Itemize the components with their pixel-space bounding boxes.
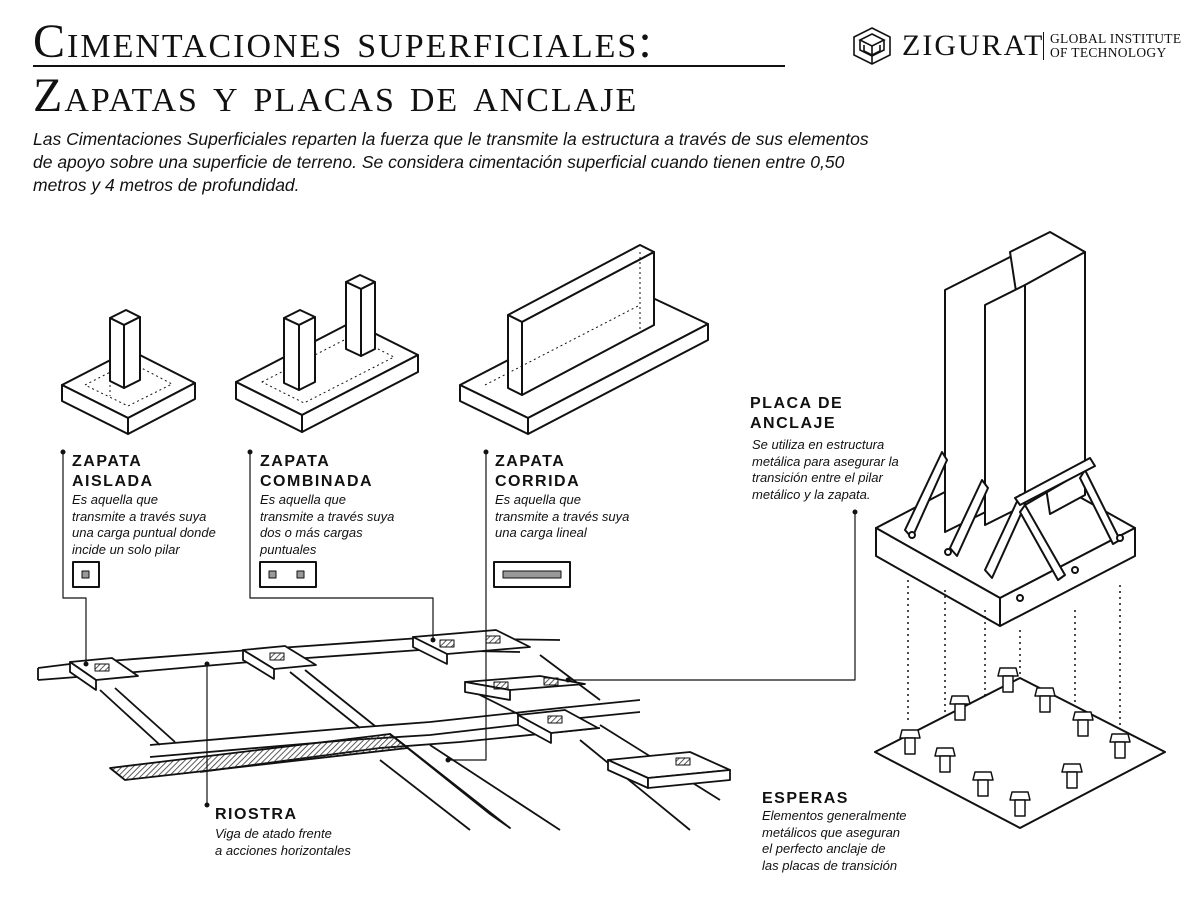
placa-anclaje-desc-line1: Se utiliza en estructura (752, 437, 885, 452)
zapata-aislada-illustration (61, 309, 196, 435)
esperas-desc: Elementos generalmente metálicos que ase… (762, 808, 907, 874)
zapata-combinada-title-line2: COMBINADA (260, 473, 374, 490)
zapata-corrida-title-line2: CORRIDA (495, 473, 581, 490)
zapata-corrida-desc: Es aquella que transmite a través suya u… (495, 492, 629, 542)
zapata-aislada-title-line2: AISLADA (72, 473, 154, 490)
foundation-grid (37, 629, 731, 831)
esperas-desc-line3: el perfecto anclaje de (762, 841, 886, 856)
zapata-corrida-desc-line2: transmite a través suya (495, 508, 630, 524)
zapata-combinada-desc-line2: transmite a través suya (260, 508, 395, 524)
intro-text: Las Cimentaciones Superficiales reparten… (33, 129, 869, 195)
logo-brand: ZIGURAT (902, 29, 1045, 62)
zapata-aislada-title-line1: ZAPATA (72, 453, 143, 470)
placa-anclaje-title: PLACA DE ANCLAJE (750, 394, 843, 434)
logo-divider (1043, 32, 1044, 60)
zapata-corrida-illustration (459, 244, 709, 435)
zapata-corrida-desc-line3: una carga lineal (495, 525, 587, 540)
placa-anclaje-desc: Se utiliza en estructura metálica para a… (752, 437, 899, 503)
zapata-aislada-desc-line4: incide un solo pilar (72, 541, 180, 557)
placa-anclaje-desc-line3: transición entre el pilar (752, 470, 883, 485)
zapata-aislada-desc: Es aquella que transmite a través suya u… (72, 492, 216, 558)
logo-subtitle: GLOBAL INSTITUTE OF TECHNOLOGY (1050, 32, 1181, 60)
page-title: Cimentaciones superficiales: (33, 15, 654, 68)
esperas-desc-line1: Elementos generalmente (762, 808, 907, 823)
placa-anclaje-desc-line4: metálico y la zapata. (752, 486, 871, 502)
zapata-combinada-title: ZAPATA COMBINADA (260, 452, 373, 492)
ziggurat-icon (853, 27, 891, 65)
zapata-combinada-title-line1: ZAPATA (260, 453, 331, 470)
riostra-desc-line2: a acciones horizontales (215, 842, 351, 858)
riostra-title: RIOSTRA (215, 806, 298, 823)
zapata-aislada-desc-line2: transmite a través suya (72, 508, 207, 524)
zapata-combinada-desc-line1: Es aquella que (260, 492, 347, 507)
anchor-bolts (899, 667, 1131, 817)
esperas-title: ESPERAS (762, 790, 849, 807)
placa-anclaje-illustration (875, 231, 1136, 627)
zapata-aislada-desc-line3: una carga puntual donde (72, 525, 216, 540)
esperas-desc-line4: las placas de transición (762, 857, 898, 873)
zapata-combinada-illustration (235, 274, 419, 433)
zigurat-logo[interactable]: ZIGURAT GLOBAL INSTITUTE OF TECHNOLOGY (850, 26, 1190, 66)
logo-sub-line2: OF TECHNOLOGY (1050, 45, 1167, 60)
esperas-desc-line2: metálicos que aseguran (762, 824, 901, 840)
leader-combinada (249, 452, 434, 640)
zapata-combinada-desc-line4: puntuales (260, 541, 317, 557)
page-subtitle: Zapatas y placas de anclaje (33, 69, 639, 122)
leader-aislada (62, 452, 87, 664)
placa-anclaje-desc-line2: metálica para asegurar la (752, 453, 899, 469)
combinada-plan-symbol (259, 561, 317, 588)
leader-corrida (448, 452, 487, 761)
zapata-corrida-desc-line1: Es aquella que (495, 492, 582, 507)
zapata-aislada-desc-line1: Es aquella que (72, 492, 159, 507)
zapata-combinada-desc: Es aquella que transmite a través suya d… (260, 492, 394, 558)
title-underline (33, 65, 785, 67)
zapata-combinada-desc-line3: dos o más cargas (260, 525, 363, 540)
placa-anclaje-title-line1: PLACA DE (750, 395, 844, 412)
zapata-aislada-title: ZAPATA AISLADA (72, 452, 154, 492)
logo-sub-line1: GLOBAL INSTITUTE (1050, 31, 1182, 46)
leader-placa (568, 512, 856, 681)
riostra-desc-line1: Viga de atado frente (215, 826, 332, 841)
zapata-corrida-title: ZAPATA CORRIDA (495, 452, 580, 492)
zapata-corrida-title-line1: ZAPATA (495, 453, 566, 470)
riostra-desc: Viga de atado frente a acciones horizont… (215, 826, 351, 859)
placa-anclaje-title-line2: ANCLAJE (750, 415, 837, 432)
